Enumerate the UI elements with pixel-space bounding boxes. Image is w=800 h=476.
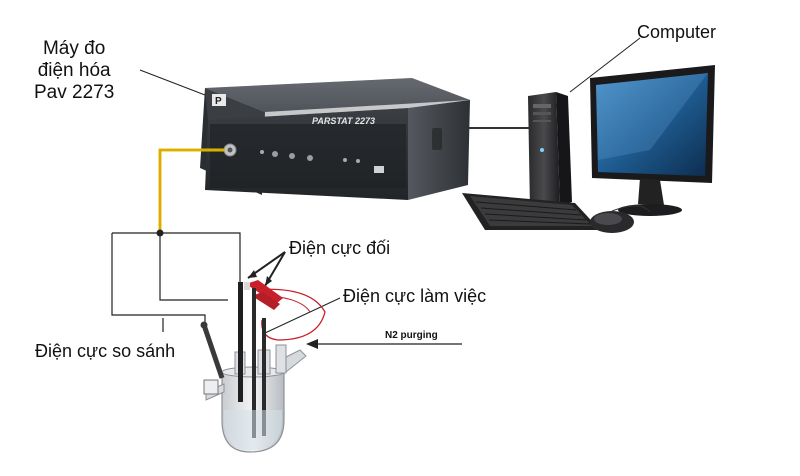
electrode-wiring	[111, 232, 241, 325]
svg-text:P: P	[215, 96, 222, 107]
potentiostat-device: PARSTAT 2273 P	[200, 78, 470, 200]
electrochemical-cell-icon	[200, 282, 307, 453]
mouse-icon	[590, 205, 651, 233]
computer-tower-icon	[528, 92, 572, 210]
device-leader-line	[139, 69, 206, 96]
working-electrode-leader	[264, 297, 341, 334]
device-label-line3: Pav 2273	[34, 82, 115, 103]
wire-junction	[156, 229, 164, 237]
device-label-line1: Máy đo	[42, 38, 106, 59]
device-model-text: PARSTAT 2273	[312, 116, 375, 126]
keyboard-icon	[462, 193, 600, 230]
device-label: Máy đo điện hóa Pav 2273	[34, 38, 114, 104]
reference-electrode-label: Điện cực so sánh	[35, 341, 176, 361]
device-logo	[212, 94, 226, 106]
red-clip-leads	[244, 280, 326, 341]
computer-label: Computer	[637, 22, 717, 42]
counter-electrode-label: Điện cực đối	[289, 238, 391, 258]
working-electrode-label: Điện cực làm việc	[343, 286, 487, 306]
monitor-icon	[590, 65, 715, 216]
n2-purging-label: N2 purging	[385, 330, 438, 341]
device-label-line2: điện hóa	[37, 60, 111, 81]
computer-leader-line	[569, 37, 641, 93]
